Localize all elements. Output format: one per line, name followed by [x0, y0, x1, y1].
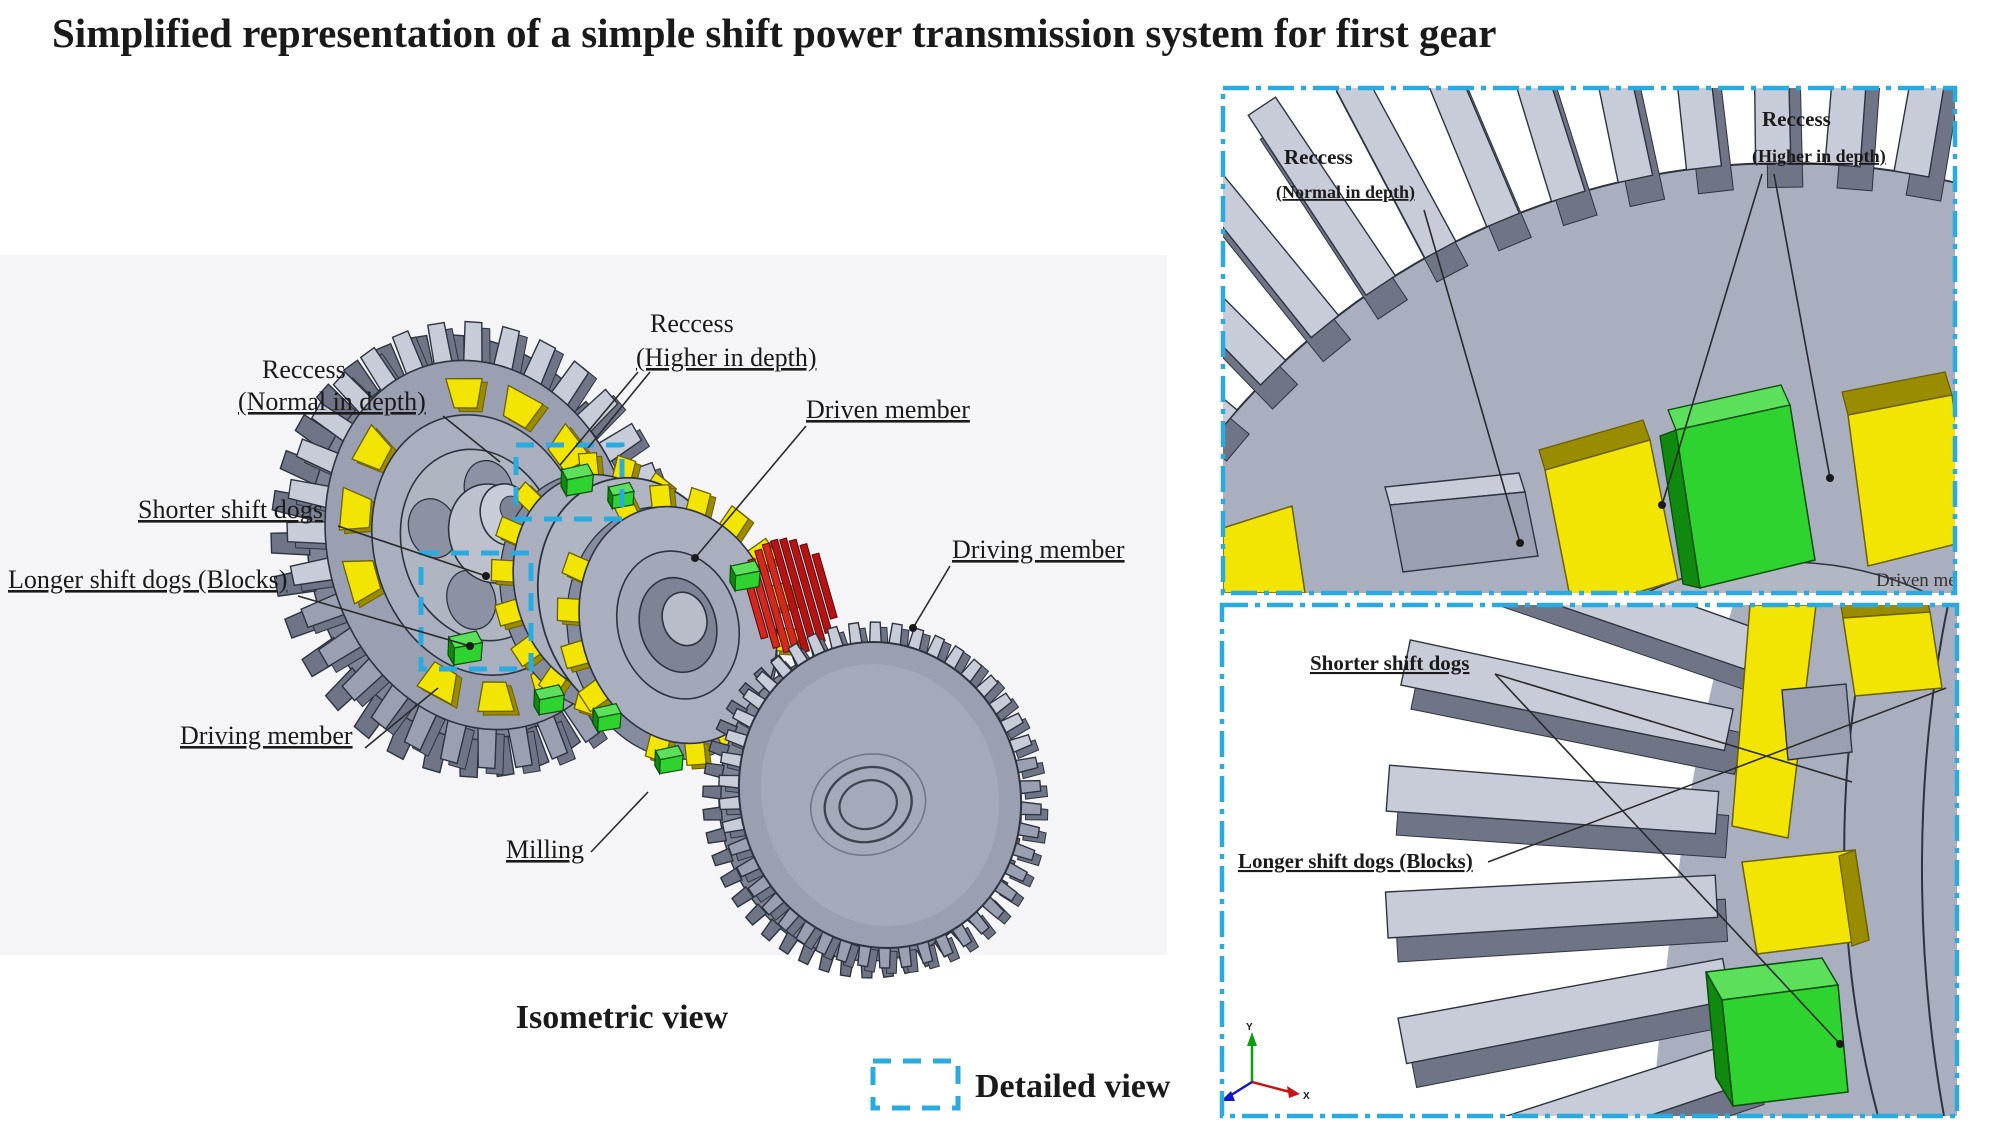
- label-top-reccess-normal-sub: (Normal in depth): [1276, 182, 1415, 203]
- driving-member-right-gear: [718, 621, 1049, 974]
- label-reccess-higher-sub: (Higher in depth): [636, 343, 817, 372]
- label-top-reccess-higher-sub: (Higher in depth): [1752, 146, 1886, 167]
- milled-spline-shaft: [742, 537, 838, 655]
- detail-marker-rect-bottom: [418, 550, 534, 672]
- detail-top-gear-closeup: [1223, 88, 1955, 593]
- detail-bottom-gear-closeup: [1384, 605, 1957, 1116]
- shift-dog-block: [729, 560, 762, 593]
- label-reccess-normal-sub: (Normal in depth): [238, 387, 426, 416]
- detail-view-top-panel: Reccess (Normal in depth) Reccess (Highe…: [1223, 88, 1996, 593]
- shift-dog-block: [592, 703, 623, 734]
- page-title: Simplified representation of a simple sh…: [52, 10, 1496, 56]
- shift-dog-block: [654, 745, 685, 776]
- detail-top-leaders: [1423, 173, 1834, 547]
- caption-detailed-view: Detailed view: [975, 1068, 1171, 1105]
- detail-top-labels: Reccess (Normal in depth) Reccess (Highe…: [1276, 107, 1996, 591]
- label-shorter-shift-dogs: Shorter shift dogs: [138, 495, 323, 524]
- label-driven-member: Driven member: [806, 395, 970, 424]
- detail-bottom-panel-border: [1219, 602, 1960, 1119]
- label-driving-member-right: Driving member: [952, 535, 1125, 564]
- label-driving-member-left: Driving member: [180, 721, 353, 750]
- label-top-reccess-higher: Reccess: [1762, 107, 1831, 131]
- shift-dog-block: [447, 630, 484, 668]
- label-reccess-higher: Reccess: [650, 309, 734, 338]
- isometric-view: [270, 320, 1049, 979]
- label-milling: Milling: [506, 835, 584, 864]
- legend-dashed-box: [870, 1058, 961, 1111]
- detail-bottom-leaders: [1487, 673, 1947, 1048]
- detail-bottom-labels: Shorter shift dogs Longer shift dogs (Bl…: [1238, 651, 1473, 873]
- label-bottom-shorter-shift-dogs: Shorter shift dogs: [1310, 651, 1469, 675]
- shift-dog-block: [560, 463, 595, 499]
- label-top-reccess-normal: Reccess: [1284, 145, 1353, 169]
- leader-lines: [297, 371, 951, 853]
- axis-x-label: X: [1303, 1091, 1310, 1102]
- detail-view-bottom-panel: Shorter shift dogs Longer shift dogs (Bl…: [1222, 605, 1957, 1116]
- label-driven-member-clipped: Driven member: [1876, 570, 1996, 591]
- axis-y-label: Y: [1246, 1022, 1253, 1033]
- main-view-labels: Reccess (Normal in depth) Reccess (Highe…: [8, 309, 1125, 864]
- detail-top-panel-border: [1220, 85, 1958, 596]
- shift-dog-block: [533, 684, 566, 717]
- axis-triad-icon: Y X: [1222, 1022, 1310, 1102]
- label-reccess-normal: Reccess: [262, 355, 346, 384]
- label-longer-shift-dogs: Longer shift dogs (Blocks): [8, 565, 287, 594]
- label-bottom-longer-shift-dogs: Longer shift dogs (Blocks): [1238, 849, 1473, 873]
- caption-isometric-view: Isometric view: [516, 999, 729, 1036]
